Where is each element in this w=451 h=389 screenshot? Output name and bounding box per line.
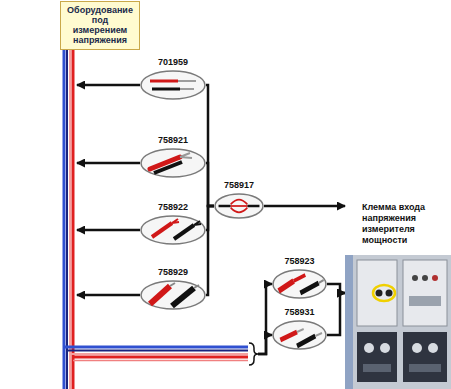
probe-icon <box>272 269 327 299</box>
brace <box>249 343 258 365</box>
probe-icon <box>214 193 264 219</box>
adapter-node: 758931 <box>272 320 327 350</box>
connector <box>327 293 345 335</box>
probe-icon <box>140 215 206 245</box>
probe-icon <box>140 70 206 100</box>
power-meter-terminal: Клемма входа напряжения измерителя мощно… <box>345 198 451 389</box>
connector <box>77 294 140 297</box>
part-number: 701959 <box>130 57 216 67</box>
connector <box>258 335 272 354</box>
connector <box>77 84 140 87</box>
cable-node: 758917 <box>214 193 264 219</box>
connector <box>77 162 140 165</box>
connector <box>206 206 214 295</box>
connector <box>206 163 214 206</box>
equipment-label: Оборудование под измерением напряжения <box>64 5 136 45</box>
equipment-box: Оборудование под измерением напряжения <box>60 1 140 50</box>
part-number: 758917 <box>204 180 274 190</box>
part-number: 758922 <box>130 202 216 212</box>
part-number: 758931 <box>262 307 337 317</box>
probe-node: 758929 <box>140 280 206 310</box>
connector <box>264 205 345 208</box>
probe-icon <box>140 280 206 310</box>
terminal-label: Клемма входа напряжения измерителя мощно… <box>362 202 449 246</box>
connector <box>258 284 272 354</box>
connector <box>77 229 140 232</box>
part-number: 758929 <box>130 267 216 277</box>
part-number: 758921 <box>130 135 216 145</box>
probe-node: 758921 <box>140 148 206 178</box>
connector <box>327 284 345 293</box>
probe-node: 758922 <box>140 215 206 245</box>
probe-node: 701959 <box>140 70 206 100</box>
probe-icon <box>140 148 206 178</box>
part-number: 758923 <box>262 256 337 266</box>
connector <box>206 85 214 206</box>
adapter-node: 758923 <box>272 269 327 299</box>
bus-wires <box>64 40 248 389</box>
probe-icon <box>272 320 327 350</box>
